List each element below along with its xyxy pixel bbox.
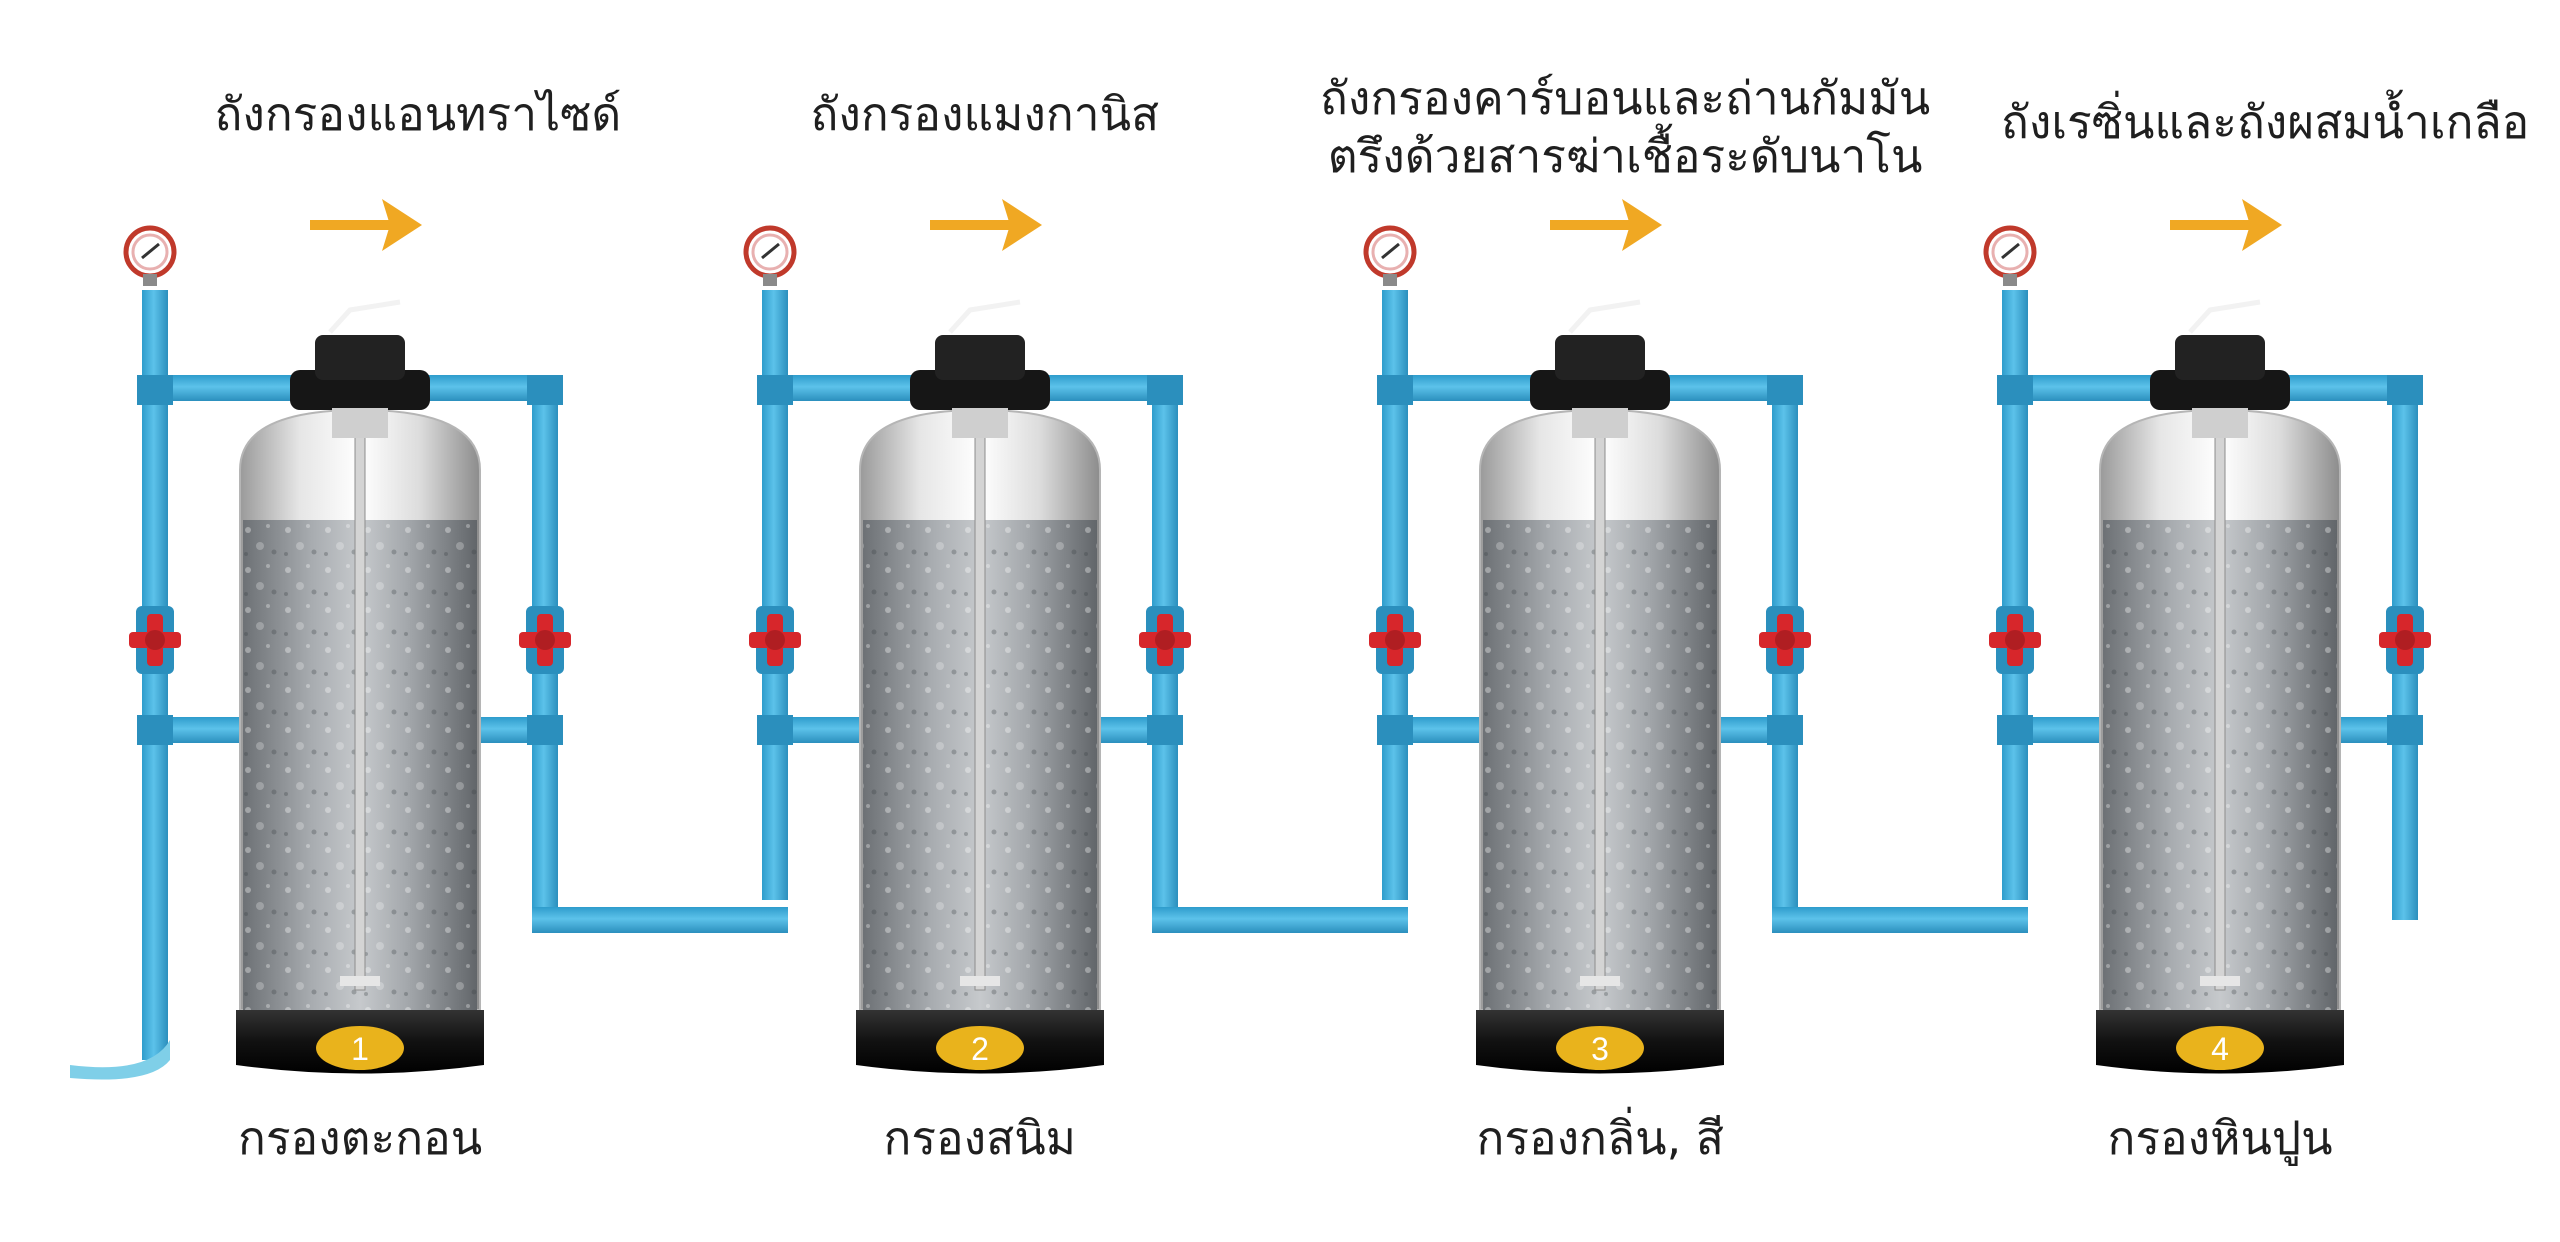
- filter-tank: 1: [236, 299, 484, 1074]
- stage-caption-2: กรองสนิม: [883, 1111, 1077, 1165]
- top-connector-pipe: [2015, 375, 2160, 401]
- stage-number: 4: [2211, 1031, 2229, 1067]
- link-pipe: [532, 907, 788, 933]
- inlet-hose: [70, 1040, 170, 1080]
- stage-number-badge: [936, 1026, 1024, 1070]
- riser-tube: [354, 429, 366, 991]
- stage-title-2: ถังกรองแมงกานิส: [811, 86, 1160, 144]
- stage-title-line: ถังกรองแอนทราไซด์: [214, 87, 622, 141]
- pipe-tee: [527, 715, 563, 745]
- pressure-gauge-icon: [123, 225, 177, 286]
- pipe-tee: [1997, 375, 2033, 405]
- ball-valve-icon: [519, 606, 571, 674]
- pipe-tee: [1377, 375, 1413, 405]
- pipe-tee: [1997, 715, 2033, 745]
- distributor: [960, 976, 1000, 986]
- stage-title-line: ถังกรองคาร์บอนและถ่านกัมมัน: [1320, 71, 1931, 125]
- pipe-tee: [757, 375, 793, 405]
- ball-valve-icon: [1369, 606, 1421, 674]
- pipe-tee: [757, 715, 793, 745]
- distributor: [2200, 976, 2240, 986]
- stage-number: 3: [1591, 1031, 1609, 1067]
- stage-number: 2: [971, 1031, 989, 1067]
- stage-title-1: ถังกรองแอนทราไซด์: [215, 86, 622, 144]
- distributor: [1580, 976, 1620, 986]
- link-pipe: [1772, 907, 2028, 933]
- link-pipe: [1152, 907, 1408, 933]
- ball-valve-icon: [1989, 606, 2041, 674]
- top-connector-pipe: [155, 375, 300, 401]
- stage-caption-1: กรองตะกอน: [238, 1111, 483, 1165]
- distributor: [340, 976, 380, 986]
- filter-tank: 2: [856, 299, 1104, 1074]
- stage-title-4: ถังเรซิ่นและถังผสมน้ำเกลือ: [2001, 94, 2529, 152]
- riser-tube: [2214, 429, 2226, 991]
- pipe-tee: [2387, 375, 2423, 405]
- stage-title-3: ถังกรองคาร์บอนและถ่านกัมมันตรึงด้วยสารฆ่…: [1320, 70, 1930, 185]
- pipe-tee: [2387, 715, 2423, 745]
- stage-title-line: ตรึงด้วยสารฆ่าเชื้อระดับนาโน: [1327, 128, 1923, 183]
- pipe-tee: [137, 375, 173, 405]
- top-connector-pipe: [775, 375, 920, 401]
- stage-title-line: ถังกรองแมงกานิส: [810, 87, 1160, 141]
- ball-valve-icon: [1759, 606, 1811, 674]
- stage-number-badge: [2176, 1026, 2264, 1070]
- flow-arrow-icon: [310, 199, 422, 251]
- pressure-gauge-icon: [743, 225, 797, 286]
- pipe-tee: [137, 715, 173, 745]
- stage-number-badge: [316, 1026, 404, 1070]
- stage-title-line: ถังเรซิ่นและถังผสมน้ำเกลือ: [2001, 95, 2530, 149]
- ball-valve-icon: [2379, 606, 2431, 674]
- flow-arrow-icon: [1550, 199, 1662, 251]
- pipe-tee: [1377, 715, 1413, 745]
- stage-caption-3: กรองกลิ่น, สี: [1476, 1111, 1724, 1165]
- ball-valve-icon: [749, 606, 801, 674]
- stage-number: 1: [351, 1031, 369, 1067]
- ball-valve-icon: [1139, 606, 1191, 674]
- pipe-tee: [1147, 715, 1183, 745]
- ball-valve-icon: [129, 606, 181, 674]
- filter-tank: 4: [2096, 299, 2344, 1074]
- pipe-tee: [527, 375, 563, 405]
- flow-arrow-icon: [2170, 199, 2282, 251]
- filter-tank: 3: [1476, 299, 1724, 1074]
- riser-tube: [974, 429, 986, 991]
- pipe-tee: [1147, 375, 1183, 405]
- pressure-gauge-icon: [1363, 225, 1417, 286]
- pressure-gauge-icon: [1983, 225, 2037, 286]
- flow-arrow-icon: [930, 199, 1042, 251]
- stage-number-badge: [1556, 1026, 1644, 1070]
- pipe-tee: [1767, 375, 1803, 405]
- riser-tube: [1594, 429, 1606, 991]
- pipe-tee: [1767, 715, 1803, 745]
- top-connector-pipe: [1395, 375, 1540, 401]
- inlet-pipe: [142, 290, 168, 1060]
- stage-caption-4: กรองหินปูน: [2107, 1111, 2333, 1165]
